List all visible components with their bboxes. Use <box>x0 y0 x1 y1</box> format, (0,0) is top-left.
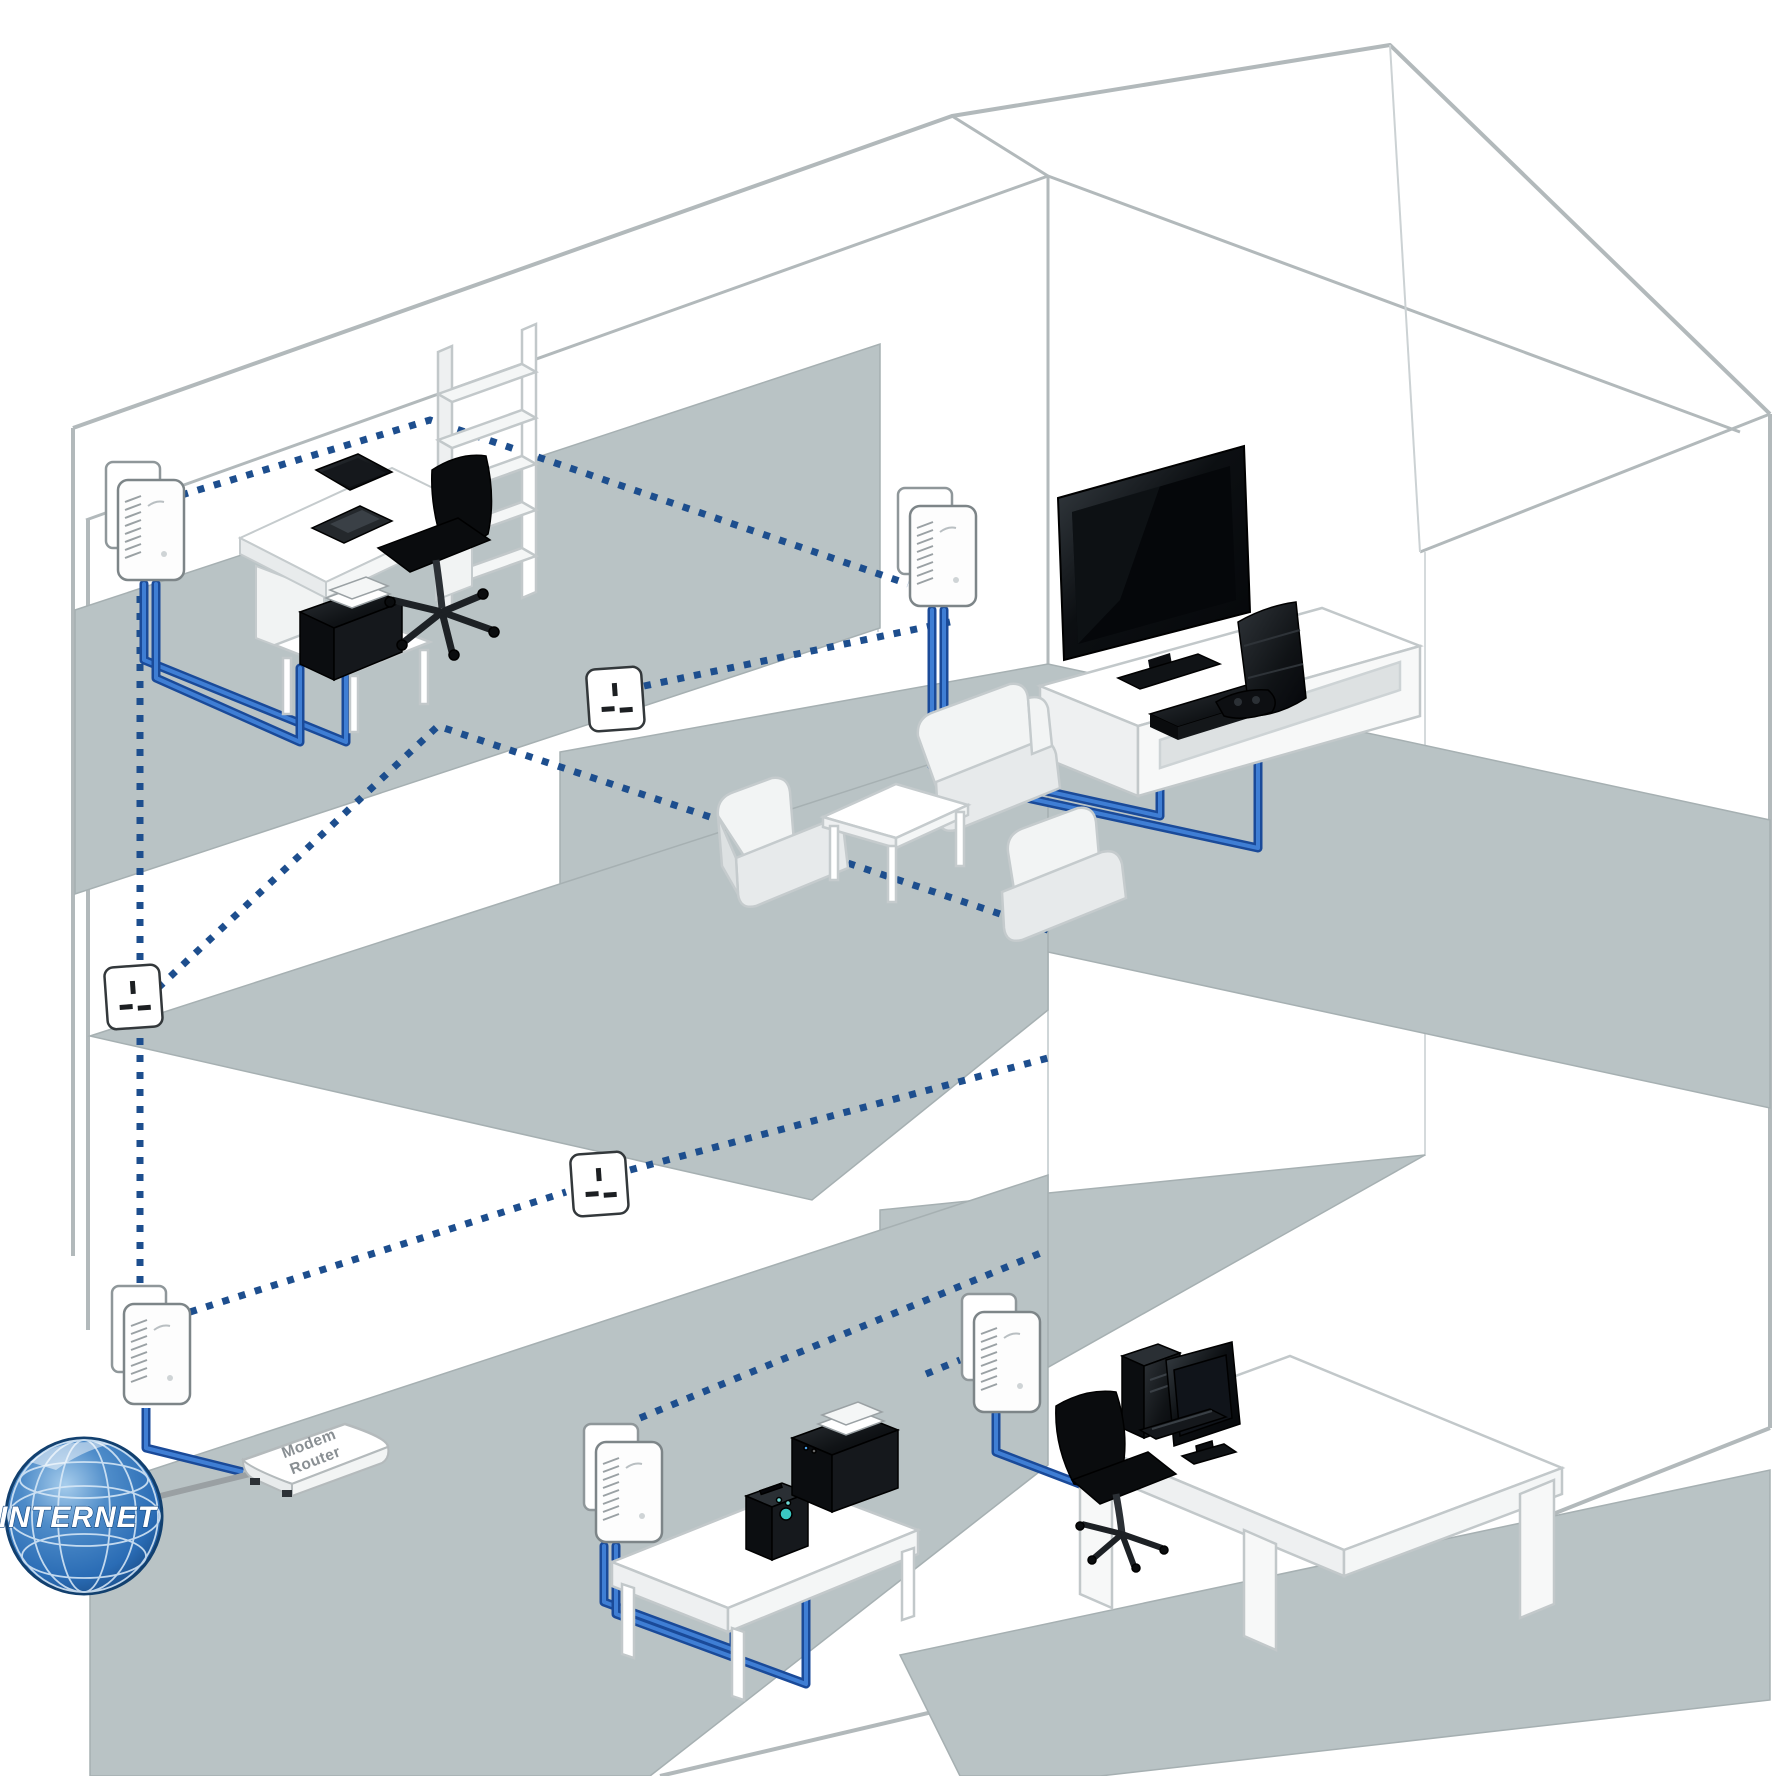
powerline-adapter-modem <box>110 1284 192 1406</box>
internet-group: Modem Router INTERNET <box>0 1408 390 1596</box>
powerline-routes <box>136 416 1050 1422</box>
ethernet-console-cable <box>942 608 1260 850</box>
nas-drive <box>743 1482 811 1562</box>
powerline-adapter-pc <box>960 1292 1042 1414</box>
modem-router: Modem Router <box>241 1422 390 1498</box>
game-controller <box>1214 689 1276 719</box>
wall-socket-left <box>102 962 165 1032</box>
office-group <box>139 453 500 747</box>
office-printer <box>298 576 405 682</box>
route-nas-adapter-diagonal <box>638 1246 1050 1422</box>
ethernet-printer-cable <box>154 582 302 744</box>
internet-label: INTERNET <box>0 1501 159 1534</box>
laptop <box>310 453 394 544</box>
pc-corner-group <box>991 1341 1566 1652</box>
roof-outline <box>72 43 1772 430</box>
internet-globe: INTERNET <box>0 1436 164 1596</box>
roof-thickness-edge <box>951 114 1049 178</box>
wall-socket-middle <box>584 664 647 734</box>
internet-line <box>151 1471 251 1501</box>
powerline-adapter-nas <box>582 1422 664 1544</box>
powerline-adapter-office <box>104 460 186 582</box>
route-into-pc-adapter <box>924 1356 962 1378</box>
ethernet-modem-cable <box>144 1408 244 1474</box>
route-office-to-living <box>163 416 910 588</box>
nas-led <box>779 1507 793 1521</box>
laser-printer <box>789 1401 901 1514</box>
route-socket-mid-to-living-adapter <box>643 618 951 690</box>
pc-chair <box>1055 1390 1178 1573</box>
office-chair <box>376 454 500 661</box>
living-room-group <box>716 444 1424 942</box>
tv-cabinet <box>1036 606 1424 798</box>
powerline-adapter-living <box>896 486 978 608</box>
nas-corner-group <box>599 1401 922 1702</box>
wall-socket-lower <box>568 1149 631 1219</box>
route-modem-adapter-diagonal <box>188 1188 568 1316</box>
coffee-table <box>819 782 972 904</box>
armchair-bottom <box>1000 806 1128 942</box>
pc-keyboard <box>1138 1408 1228 1440</box>
gable-inner-edge <box>1389 44 1421 553</box>
front-eave-edge <box>1419 412 1771 554</box>
armchair-left <box>716 776 850 908</box>
route-socket-lower-diagonal <box>629 1054 1049 1174</box>
sofa-set <box>716 682 1128 942</box>
floor-top-office <box>74 342 881 896</box>
flat-tv <box>1056 444 1252 690</box>
